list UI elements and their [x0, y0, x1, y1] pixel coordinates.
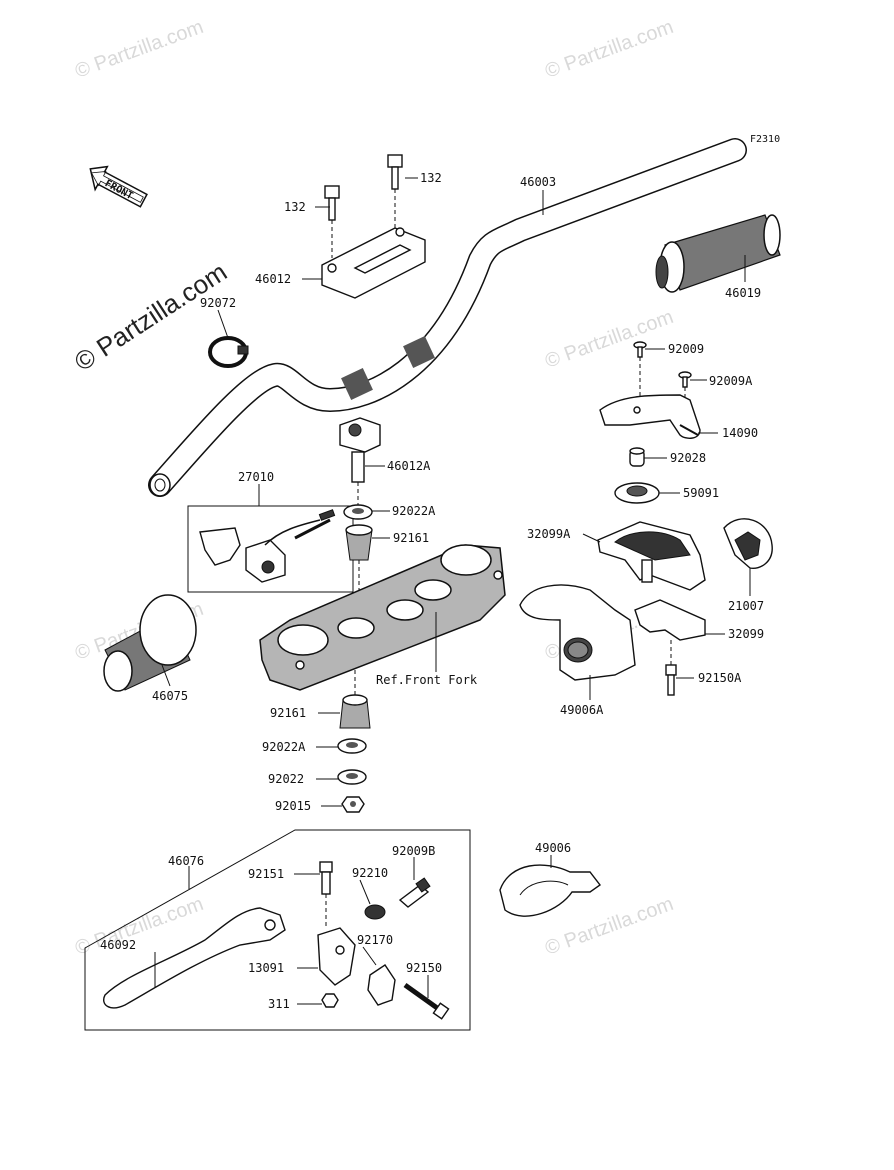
right-grip-46019 [655, 214, 781, 293]
switch-assembly-27010-box [187, 505, 354, 593]
clamp-92170 [367, 964, 396, 1006]
label-46076: 46076 [168, 854, 204, 868]
label-92150A: 92150A [698, 671, 742, 685]
screw-92009 [633, 341, 647, 405]
clamp-32099 [634, 599, 706, 641]
part-labels: 46003 132 132 46012 92072 46019 92009 92… [100, 171, 764, 1011]
bolt-92150A [665, 640, 677, 696]
bolt-132 [324, 185, 340, 258]
figure-code: F2310 [750, 134, 780, 145]
watermark: © Partzilla.com [542, 306, 676, 373]
washer-92022 [337, 769, 367, 785]
watermark: © Partzilla.com [542, 16, 676, 83]
label-49006: 49006 [535, 841, 571, 855]
label-92022A-top: 92022A [392, 504, 436, 518]
label-46012: 46012 [255, 272, 291, 286]
throttle-housing-49006A [519, 584, 636, 681]
label-92210: 92210 [352, 866, 388, 880]
nut-92015 [341, 796, 365, 813]
label-92170: 92170 [357, 933, 393, 947]
bolt-92150 [403, 982, 450, 1020]
handlebar-holder-46012A [339, 417, 381, 505]
collar-92028 [629, 447, 645, 467]
label-46019: 46019 [725, 286, 761, 300]
bolt-92151 [319, 861, 333, 928]
adjuster-92210 [364, 904, 386, 920]
label-13091: 13091 [248, 961, 284, 975]
label-92009B: 92009B [392, 844, 435, 858]
label-32099: 32099 [728, 627, 764, 641]
watermark-main: © Partzilla.com [69, 256, 232, 377]
washer-92022A [343, 504, 373, 520]
label-92161-bottom: 92161 [270, 706, 306, 720]
cover-49006 [499, 864, 602, 917]
label-14090: 14090 [722, 426, 758, 440]
leader-lines [154, 177, 751, 1005]
washer-92022A-lower [337, 738, 367, 754]
label-ref-front-fork: Ref.Front Fork [376, 673, 478, 687]
label-311: 311 [268, 997, 290, 1011]
label-132-right: 132 [420, 171, 442, 185]
handlebar [148, 138, 747, 497]
upper-bracket [259, 544, 506, 691]
bolt-132 [387, 154, 403, 228]
left-grip-46075 [103, 594, 197, 692]
clamp-band-92072 [208, 336, 249, 368]
throttle-housing-32099A [597, 521, 706, 591]
label-46012A: 46012A [387, 459, 431, 473]
label-92009A: 92009A [709, 374, 753, 388]
label-46003: 46003 [520, 175, 556, 189]
label-92009: 92009 [668, 342, 704, 356]
handlebar-clamp-46012 [321, 227, 426, 299]
nut-311 [321, 993, 339, 1008]
label-92161-top: 92161 [393, 531, 429, 545]
damper-92161 [345, 524, 373, 610]
damper-92161-lower [339, 670, 371, 729]
front-arrow-icon: FRONT [89, 165, 148, 208]
clutch-lever-assembly-46076-box [84, 829, 471, 1031]
label-49006A: 49006A [560, 703, 604, 717]
label-132-left: 132 [284, 200, 306, 214]
lever-holder-13091 [317, 927, 356, 986]
label-21007: 21007 [728, 599, 764, 613]
label-92151: 92151 [248, 867, 284, 881]
label-92022: 92022 [268, 772, 304, 786]
label-92015: 92015 [275, 799, 311, 813]
grommet-59091 [614, 482, 660, 504]
label-92022A-bottom: 92022A [262, 740, 306, 754]
throttle-pulley-21007 [723, 518, 773, 569]
throttle-cover-14090 [599, 394, 701, 439]
lever-46092 [103, 907, 286, 1009]
adjuster-92009B [398, 877, 431, 908]
label-27010: 27010 [238, 470, 274, 484]
label-92072: 92072 [200, 296, 236, 310]
label-92028: 92028 [670, 451, 706, 465]
watermark: © Partzilla.com [72, 16, 206, 83]
label-32099A: 32099A [527, 527, 571, 541]
label-59091: 59091 [683, 486, 719, 500]
label-46092: 46092 [100, 938, 136, 952]
label-92150: 92150 [406, 961, 442, 975]
label-46075: 46075 [152, 689, 188, 703]
